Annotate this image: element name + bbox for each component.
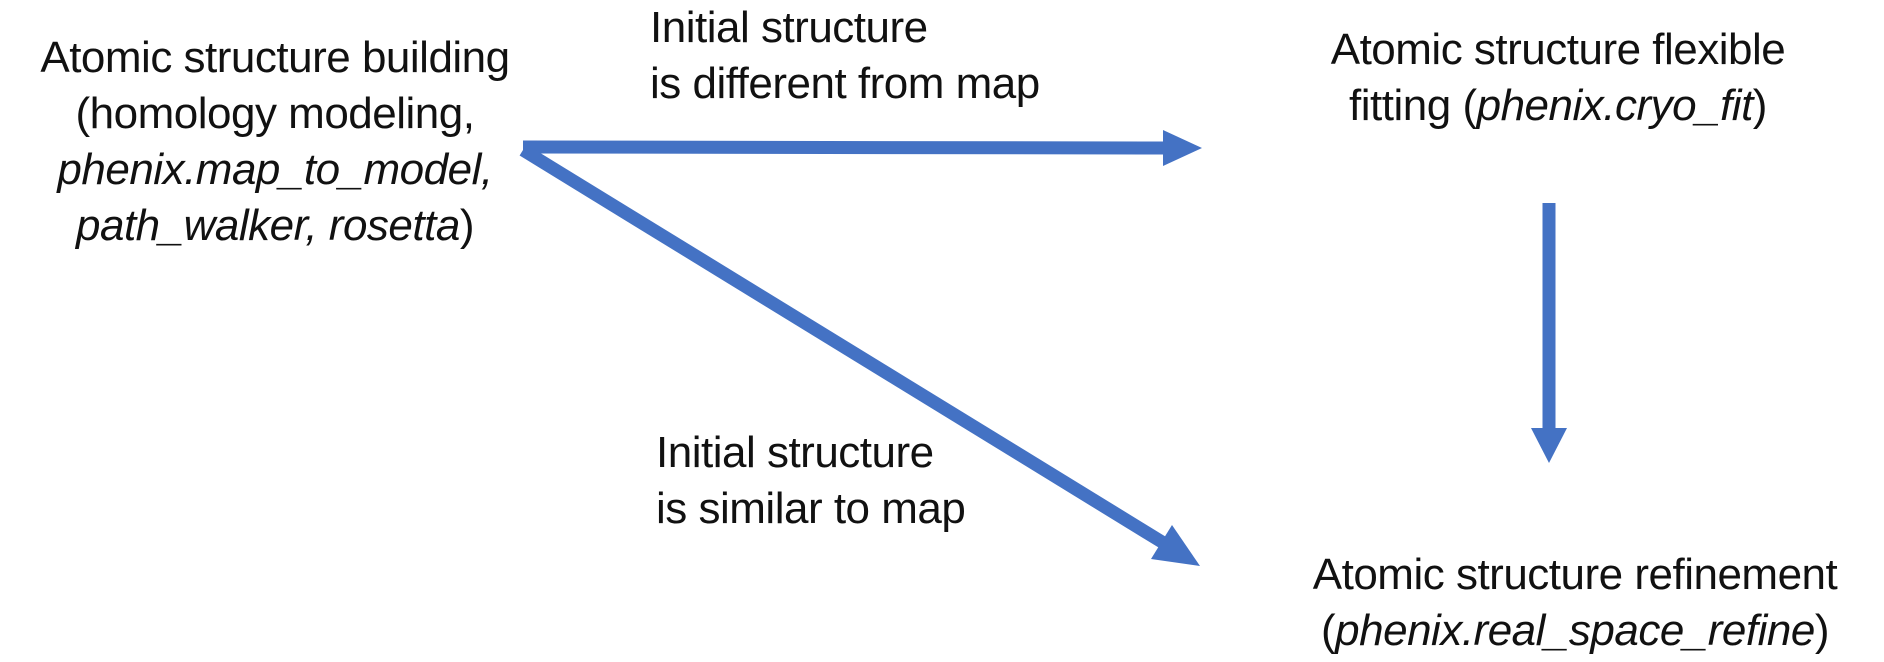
building-line1: Atomic structure building: [40, 33, 510, 82]
refinement-line2: (phenix.real_space_refine): [1265, 603, 1884, 659]
refinement-line2-close-paren: ): [1814, 606, 1830, 655]
different-line2: is different from map: [650, 59, 1040, 108]
building-line4-close-paren: ): [459, 201, 475, 250]
label-similar-to-map: Initial structure is similar to map: [656, 425, 966, 537]
refinement-line1: Atomic structure refinement: [1312, 550, 1838, 599]
fitting-line1: Atomic structure flexible: [1330, 25, 1786, 74]
arrowhead-building-to-refinement: [1151, 525, 1200, 566]
label-different-from-map: Initial structure is different from map: [650, 0, 1040, 112]
arrow-building-to-refinement: [519, 144, 1166, 548]
similar-line1: Initial structure: [656, 428, 934, 477]
node-atomic-structure-refinement: Atomic structure refinement (phenix.real…: [1265, 547, 1884, 659]
different-line1: Initial structure: [650, 3, 928, 52]
building-line2: (homology modeling,: [75, 89, 475, 138]
refinement-line2-tool: phenix.real_space_refine: [1335, 606, 1815, 655]
node-atomic-structure-flexible-fitting: Atomic structure flexible fitting (pheni…: [1258, 22, 1858, 134]
similar-line2: is similar to map: [656, 484, 966, 533]
fitting-line2-prefix: fitting (: [1349, 81, 1477, 130]
building-line4: path_walker, rosetta): [0, 198, 555, 254]
arrowhead-fitting-to-refinement: [1531, 428, 1567, 463]
fitting-line2: fitting (phenix.cryo_fit): [1258, 78, 1858, 134]
fitting-line2-tool: phenix.cryo_fit: [1476, 81, 1754, 130]
node-atomic-structure-building: Atomic structure building (homology mode…: [0, 30, 555, 254]
fitting-line2-close-paren: ): [1752, 81, 1768, 130]
arrow-building-to-fitting: [522, 140, 1165, 155]
refinement-line2-open-paren: (: [1321, 606, 1336, 655]
building-line4-tools: path_walker, rosetta: [76, 201, 460, 250]
arrowhead-building-to-fitting: [1163, 130, 1202, 166]
building-line3: phenix.map_to_model,: [57, 145, 493, 194]
